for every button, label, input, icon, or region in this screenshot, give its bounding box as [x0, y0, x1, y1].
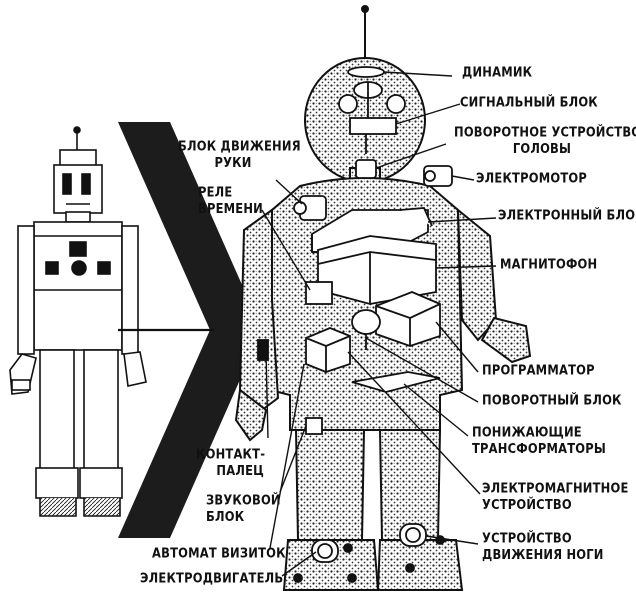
label-rotary-block: ПОВОРОТНЫЙ БЛОК — [482, 392, 622, 409]
label-sound-block: ЗВУКОВОЙ БЛОК — [206, 492, 281, 524]
label-contact-finger-line1: КОНТАКТ- — [196, 446, 266, 463]
label-head-rotation: ПОВОРОТНОЕ УСТРОЙСТВО ГОЛОВЫ — [454, 124, 636, 157]
label-contact-finger: КОНТАКТ- ПАЛЕЦ — [196, 446, 266, 479]
small-robot-right-hand — [123, 351, 147, 387]
electromagnetic-part — [305, 327, 351, 373]
transformers-part — [351, 371, 441, 393]
label-signal-block: СИГНАЛЬНЫЙ БЛОК — [460, 94, 598, 111]
rotary-part — [351, 309, 381, 335]
head-rotation-part — [355, 159, 377, 179]
leader-lines — [261, 71, 497, 577]
right-hand — [480, 316, 532, 364]
label-card-machine: АВТОМАТ ВИЗИТОК — [152, 545, 286, 562]
label-electromagnetic-line1: ЭЛЕКТРОМАГНИТНОЕ — [482, 480, 629, 497]
right-foot — [376, 539, 464, 591]
label-sound-block-line1: ЗВУКОВОЙ — [206, 492, 281, 509]
label-electric-motor: ЭЛЕКТРОДВИГАТЕЛЬ — [140, 570, 284, 587]
label-transformers: ПОНИЖАЮЩИЕ ТРАНСФОРМАТОРЫ — [472, 424, 606, 456]
label-arm-motion: БЛОК ДВИЖЕНИЯ РУКИ — [178, 138, 301, 171]
label-contact-finger-line2: ПАЛЕЦ — [216, 462, 264, 479]
label-transformers-line1: ПОНИЖАЮЩИЕ — [472, 424, 582, 441]
label-electronic-block: ЭЛЕКТРОННЫЙ БЛОК — [498, 207, 636, 224]
left-hand — [234, 388, 268, 442]
signal-block-part — [349, 117, 397, 135]
label-transformers-line2: ТРАНСФОРМАТОРЫ — [472, 440, 606, 457]
small-robot-hat — [59, 149, 97, 167]
small-robot-right-arm — [121, 225, 139, 355]
small-robot-left-arm — [17, 225, 35, 355]
label-leg-motion-line1: УСТРОЙСТВО — [482, 530, 572, 547]
small-robot-head — [53, 164, 103, 214]
time-relay-part — [305, 281, 333, 305]
small-robot-left-foot — [35, 467, 79, 499]
label-time-relay-line2: ВРЕМЕНИ — [198, 200, 263, 217]
label-electromotor: ЭЛЕКТРОМОТОР — [476, 170, 587, 187]
eye-right — [386, 94, 406, 114]
small-robot — [9, 126, 147, 517]
label-speaker: ДИНАМИК — [462, 64, 533, 81]
label-leg-motion-line2: ДВИЖЕНИЯ НОГИ — [482, 546, 604, 563]
label-electromagnetic: ЭЛЕКТРОМАГНИТНОЕ УСТРОЙСТВО — [482, 480, 629, 512]
left-arm — [238, 208, 280, 412]
label-time-relay-line1: РЕЛЕ — [198, 184, 233, 201]
left-leg — [294, 429, 366, 541]
speaker-part — [347, 66, 385, 78]
sound-block-part — [305, 417, 323, 435]
label-time-relay: РЕЛЕ ВРЕМЕНИ — [198, 184, 263, 216]
label-tape-recorder: МАГНИТОФОН — [500, 256, 598, 273]
small-robot-right-foot — [79, 467, 123, 499]
label-arm-motion-line1: БЛОК ДВИЖЕНИЯ — [178, 138, 301, 155]
small-robot-torso — [33, 221, 123, 351]
label-arm-motion-line2: РУКИ — [214, 154, 252, 171]
contact-finger-part — [257, 339, 269, 361]
small-robot-right-leg — [83, 349, 119, 471]
label-head-rotation-line1: ПОВОРОТНОЕ УСТРОЙСТВО — [454, 124, 636, 141]
eye-left — [338, 94, 358, 114]
label-leg-motion: УСТРОЙСТВО ДВИЖЕНИЯ НОГИ — [482, 530, 604, 562]
label-sound-block-line2: БЛОК — [206, 508, 245, 525]
label-electromagnetic-line2: УСТРОЙСТВО — [482, 496, 572, 513]
right-arm — [456, 207, 498, 342]
label-head-rotation-line2: ГОЛОВЫ — [512, 140, 572, 157]
arrow-chevron — [118, 122, 262, 538]
small-robot-left-leg — [39, 349, 75, 471]
label-programmer: ПРОГРАММАТОР — [482, 362, 595, 379]
